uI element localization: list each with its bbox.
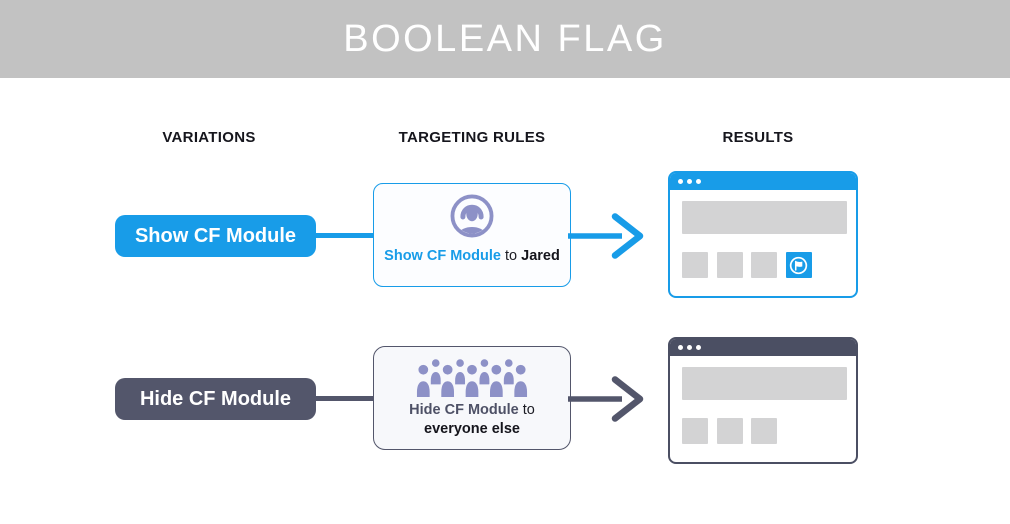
column-header-variations: VARIATIONS [162, 129, 256, 146]
header-banner: BOOLEAN FLAG [0, 0, 1010, 78]
window-dot [696, 345, 701, 350]
window-dot [687, 345, 692, 350]
targeting-rule-card-show: Show CF Module to Jared [373, 183, 571, 287]
placeholder-square [716, 418, 743, 444]
browser-titlebar [670, 173, 856, 190]
cf-module-tile [785, 252, 812, 278]
placeholder-square [751, 252, 777, 278]
rule-action: Hide CF Module [409, 402, 519, 418]
connector-line [316, 233, 373, 238]
placeholder-row [682, 418, 847, 444]
rule-connector: to [518, 402, 535, 418]
window-dot [678, 179, 683, 184]
variation-pill-show: Show CF Module [115, 215, 316, 257]
rule-line-2: everyone else [409, 420, 535, 439]
placeholder-square [751, 418, 777, 444]
placeholder-banner [682, 201, 847, 234]
rule-connector: to [500, 248, 522, 264]
rule-line-1: Hide CF Module to [409, 401, 535, 420]
crowd-icon [406, 357, 538, 400]
flag-circle-icon [789, 256, 808, 274]
variation-pill-hide: Hide CF Module [115, 378, 316, 420]
rule-action: Show CF Module [384, 248, 501, 264]
placeholder-square [682, 418, 708, 444]
browser-window-without-module [668, 337, 858, 464]
window-dot [696, 179, 701, 184]
window-dot [687, 179, 692, 184]
placeholder-square [716, 252, 743, 278]
rule-text: Hide CF Module to everyone else [409, 401, 535, 439]
placeholder-banner [682, 367, 847, 400]
browser-content [670, 356, 856, 444]
browser-content [670, 190, 856, 278]
placeholder-square [682, 252, 708, 278]
rule-audience: everyone else [424, 421, 520, 437]
browser-titlebar [670, 339, 856, 356]
rule-audience: Jared [521, 248, 560, 264]
column-header-targeting-rules: TARGETING RULES [398, 129, 546, 146]
page-title: BOOLEAN FLAG [343, 17, 667, 60]
connector-line [316, 396, 373, 401]
arrow-right-icon [564, 212, 648, 260]
arrow-right-icon [564, 375, 648, 423]
window-dot [678, 345, 683, 350]
targeting-rule-card-hide: Hide CF Module to everyone else [373, 346, 571, 450]
user-circle-icon [449, 193, 495, 239]
rule-text: Show CF Module to Jared [384, 247, 560, 266]
column-header-results: RESULTS [722, 129, 794, 146]
placeholder-row [682, 252, 847, 278]
browser-window-with-module [668, 171, 858, 298]
